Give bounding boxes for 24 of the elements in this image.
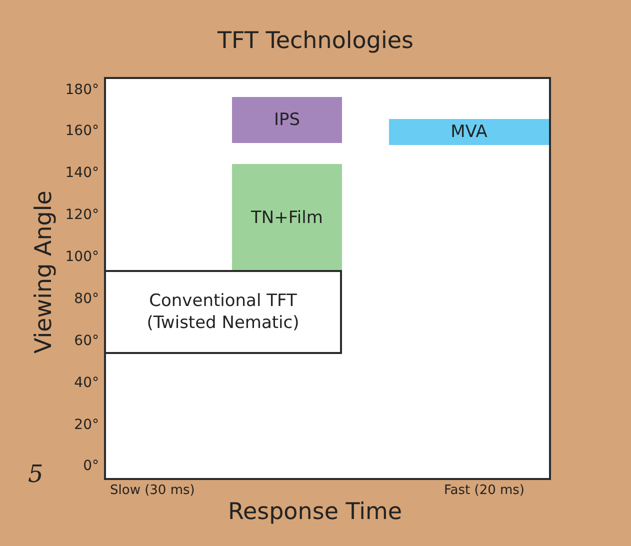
chart-title: TFT Technologies [216, 28, 414, 54]
axis-end-label: Fast (20 ms) [444, 483, 525, 498]
axis-tick-label: 80° [74, 291, 99, 307]
technology-box [389, 119, 549, 145]
box-label: TN+Film [251, 206, 323, 230]
axis-tick-label: 40° [74, 375, 99, 391]
box-label: Conventional TFT (Twisted Nematic) [146, 290, 300, 334]
axis-tick-label: 140° [65, 165, 99, 181]
axis-title: Response Time [228, 499, 402, 525]
axis-end-label: Slow (30 ms) [110, 483, 195, 498]
technology-box [104, 270, 342, 354]
axis-tick-label: 100° [65, 249, 99, 265]
technology-box [232, 97, 342, 143]
axis-tick-label: 0° [83, 458, 99, 474]
axis-tick-label: 120° [65, 207, 99, 223]
technology-box [232, 164, 342, 272]
axis-tick-label: 20° [74, 417, 99, 433]
axis-tick-label: 180° [65, 82, 99, 98]
box-label: MVA [450, 120, 488, 144]
axis-title: Viewing Angle [31, 190, 57, 354]
axis-tick-label: 60° [74, 333, 99, 349]
box-label: IPS [274, 108, 300, 132]
page-number: 5 [28, 460, 44, 488]
axis-tick-label: 160° [65, 123, 99, 139]
